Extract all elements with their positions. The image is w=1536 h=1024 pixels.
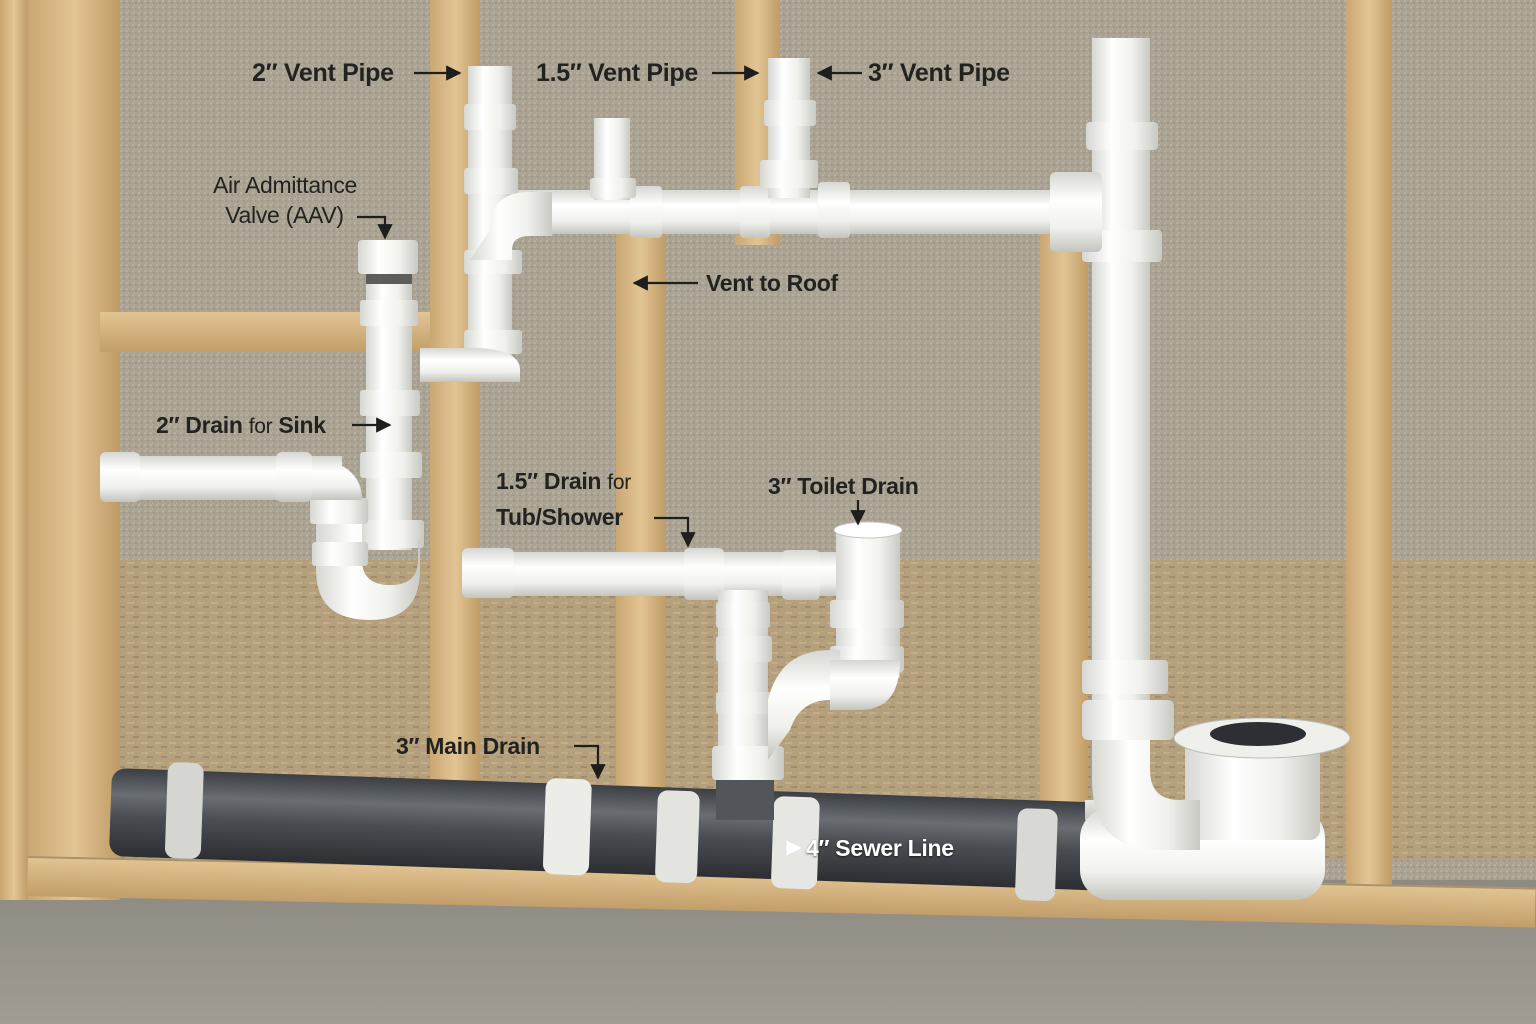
- label-sink-drain: 2″ Drain for Sink: [156, 410, 326, 442]
- sink-drain-size: 2″ Drain: [156, 412, 243, 438]
- tub-drain-for: for: [607, 471, 631, 494]
- sink-drain-2in: [100, 240, 424, 620]
- label-main-drain: 3″ Main Drain: [396, 733, 540, 759]
- toilet-closet-bend: [1080, 717, 1351, 900]
- sink-drain-fixture: Sink: [278, 412, 326, 438]
- label-vent-to-roof: Vent to Roof: [706, 270, 838, 296]
- vent-stack-2in: [420, 66, 552, 382]
- vent-header: [500, 58, 1102, 252]
- callout-arrows: [352, 65, 866, 780]
- tub-and-toilet-drains: [462, 521, 904, 780]
- label-aav-line2: Valve (AAV): [225, 202, 344, 228]
- sewer-line-pipe: [109, 762, 1121, 901]
- label-tub-drain-line1: 1.5″ Drain for: [496, 466, 631, 498]
- label-3in-vent-pipe: 3″ Vent Pipe: [868, 59, 1010, 87]
- label-toilet-drain: 3″ Toilet Drain: [768, 473, 919, 499]
- sink-drain-for: for: [248, 415, 273, 438]
- tub-drain-size: 1.5″ Drain: [496, 468, 602, 494]
- label-tub-drain-line2: Tub/Shower: [496, 504, 623, 530]
- label-2in-vent-pipe: 2″ Vent Pipe: [252, 59, 394, 87]
- label-1-5in-vent-pipe: 1.5″ Vent Pipe: [536, 59, 699, 87]
- label-sewer-line: 4″ Sewer Line: [806, 835, 954, 861]
- vent-stack-3in: [1082, 38, 1200, 850]
- label-aav-line1: Air Admittance: [212, 172, 358, 198]
